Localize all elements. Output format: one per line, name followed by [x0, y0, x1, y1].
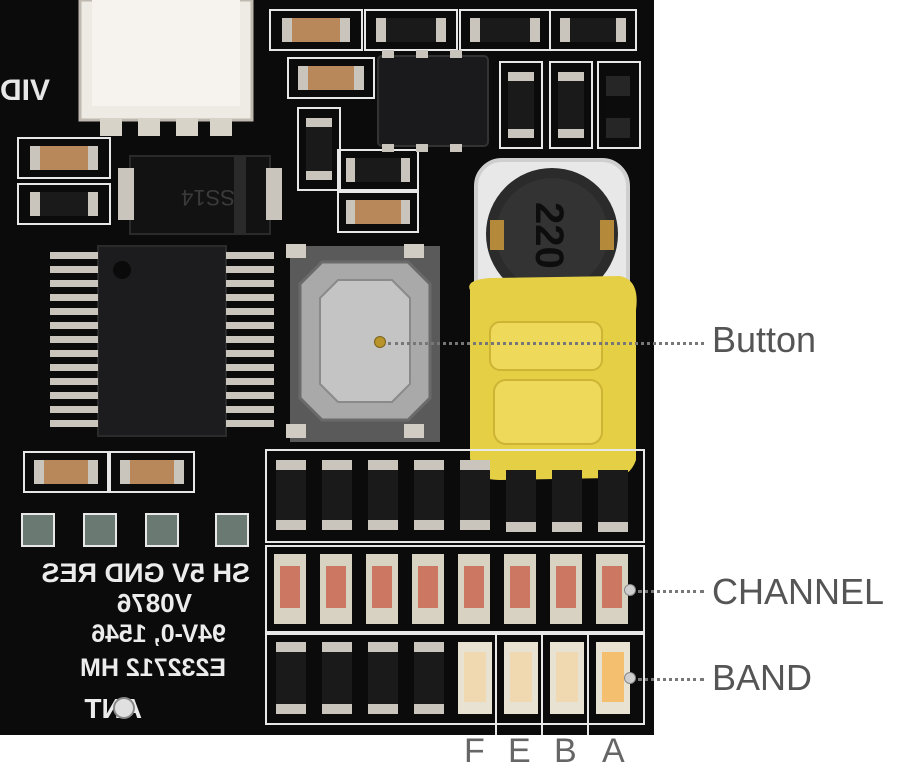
test-pads	[21, 513, 249, 547]
lower-left-caps	[23, 451, 195, 493]
regulator-ic	[377, 50, 489, 152]
button-callout-dot	[374, 336, 386, 348]
inductor-label: 220	[527, 202, 571, 269]
pcb-board: VID	[0, 0, 654, 735]
diode-label: SS14	[181, 185, 235, 210]
column-label-f: F	[464, 732, 485, 770]
channel-leader-line	[638, 590, 704, 593]
top-passives	[17, 9, 641, 233]
column-label-a: A	[602, 732, 625, 770]
channel-callout-dot	[624, 584, 636, 596]
led-row-channel	[274, 554, 628, 624]
led-row-band	[276, 642, 630, 714]
silkscreen-mirrored: SH 5V GND RES V0876 94V-0, 1546 E232712 …	[41, 558, 250, 724]
band-label: BAND	[712, 657, 813, 698]
svg-text:SH 5V GND RES: SH 5V GND RES	[41, 558, 250, 588]
button-leader-line	[388, 342, 704, 345]
channel-label: CHANNEL	[712, 571, 885, 612]
band-callout-dot	[624, 672, 636, 684]
column-traces	[495, 632, 589, 735]
mount-hole	[113, 697, 135, 719]
mcu-pins	[50, 252, 274, 427]
column-label-e: E	[508, 732, 531, 770]
diode-ss14	[118, 155, 282, 235]
band-leader-line	[638, 678, 704, 681]
svg-text:V0876: V0876	[117, 588, 192, 618]
yellow-component	[469, 276, 637, 480]
mcu-chip	[97, 245, 227, 437]
button-label: Button	[712, 319, 817, 360]
connector-header	[78, 0, 254, 136]
pcb-artwork: VID	[0, 0, 645, 735]
svg-text:E232712 HM: E232712 HM	[80, 654, 226, 682]
vid-label: VID	[0, 74, 50, 107]
top-passive-bodies	[30, 18, 630, 224]
column-label-b: B	[554, 732, 577, 770]
svg-text:94V-0, 1546: 94V-0, 1546	[91, 620, 226, 648]
resistor-row-1	[276, 460, 628, 532]
inductor	[474, 158, 630, 310]
